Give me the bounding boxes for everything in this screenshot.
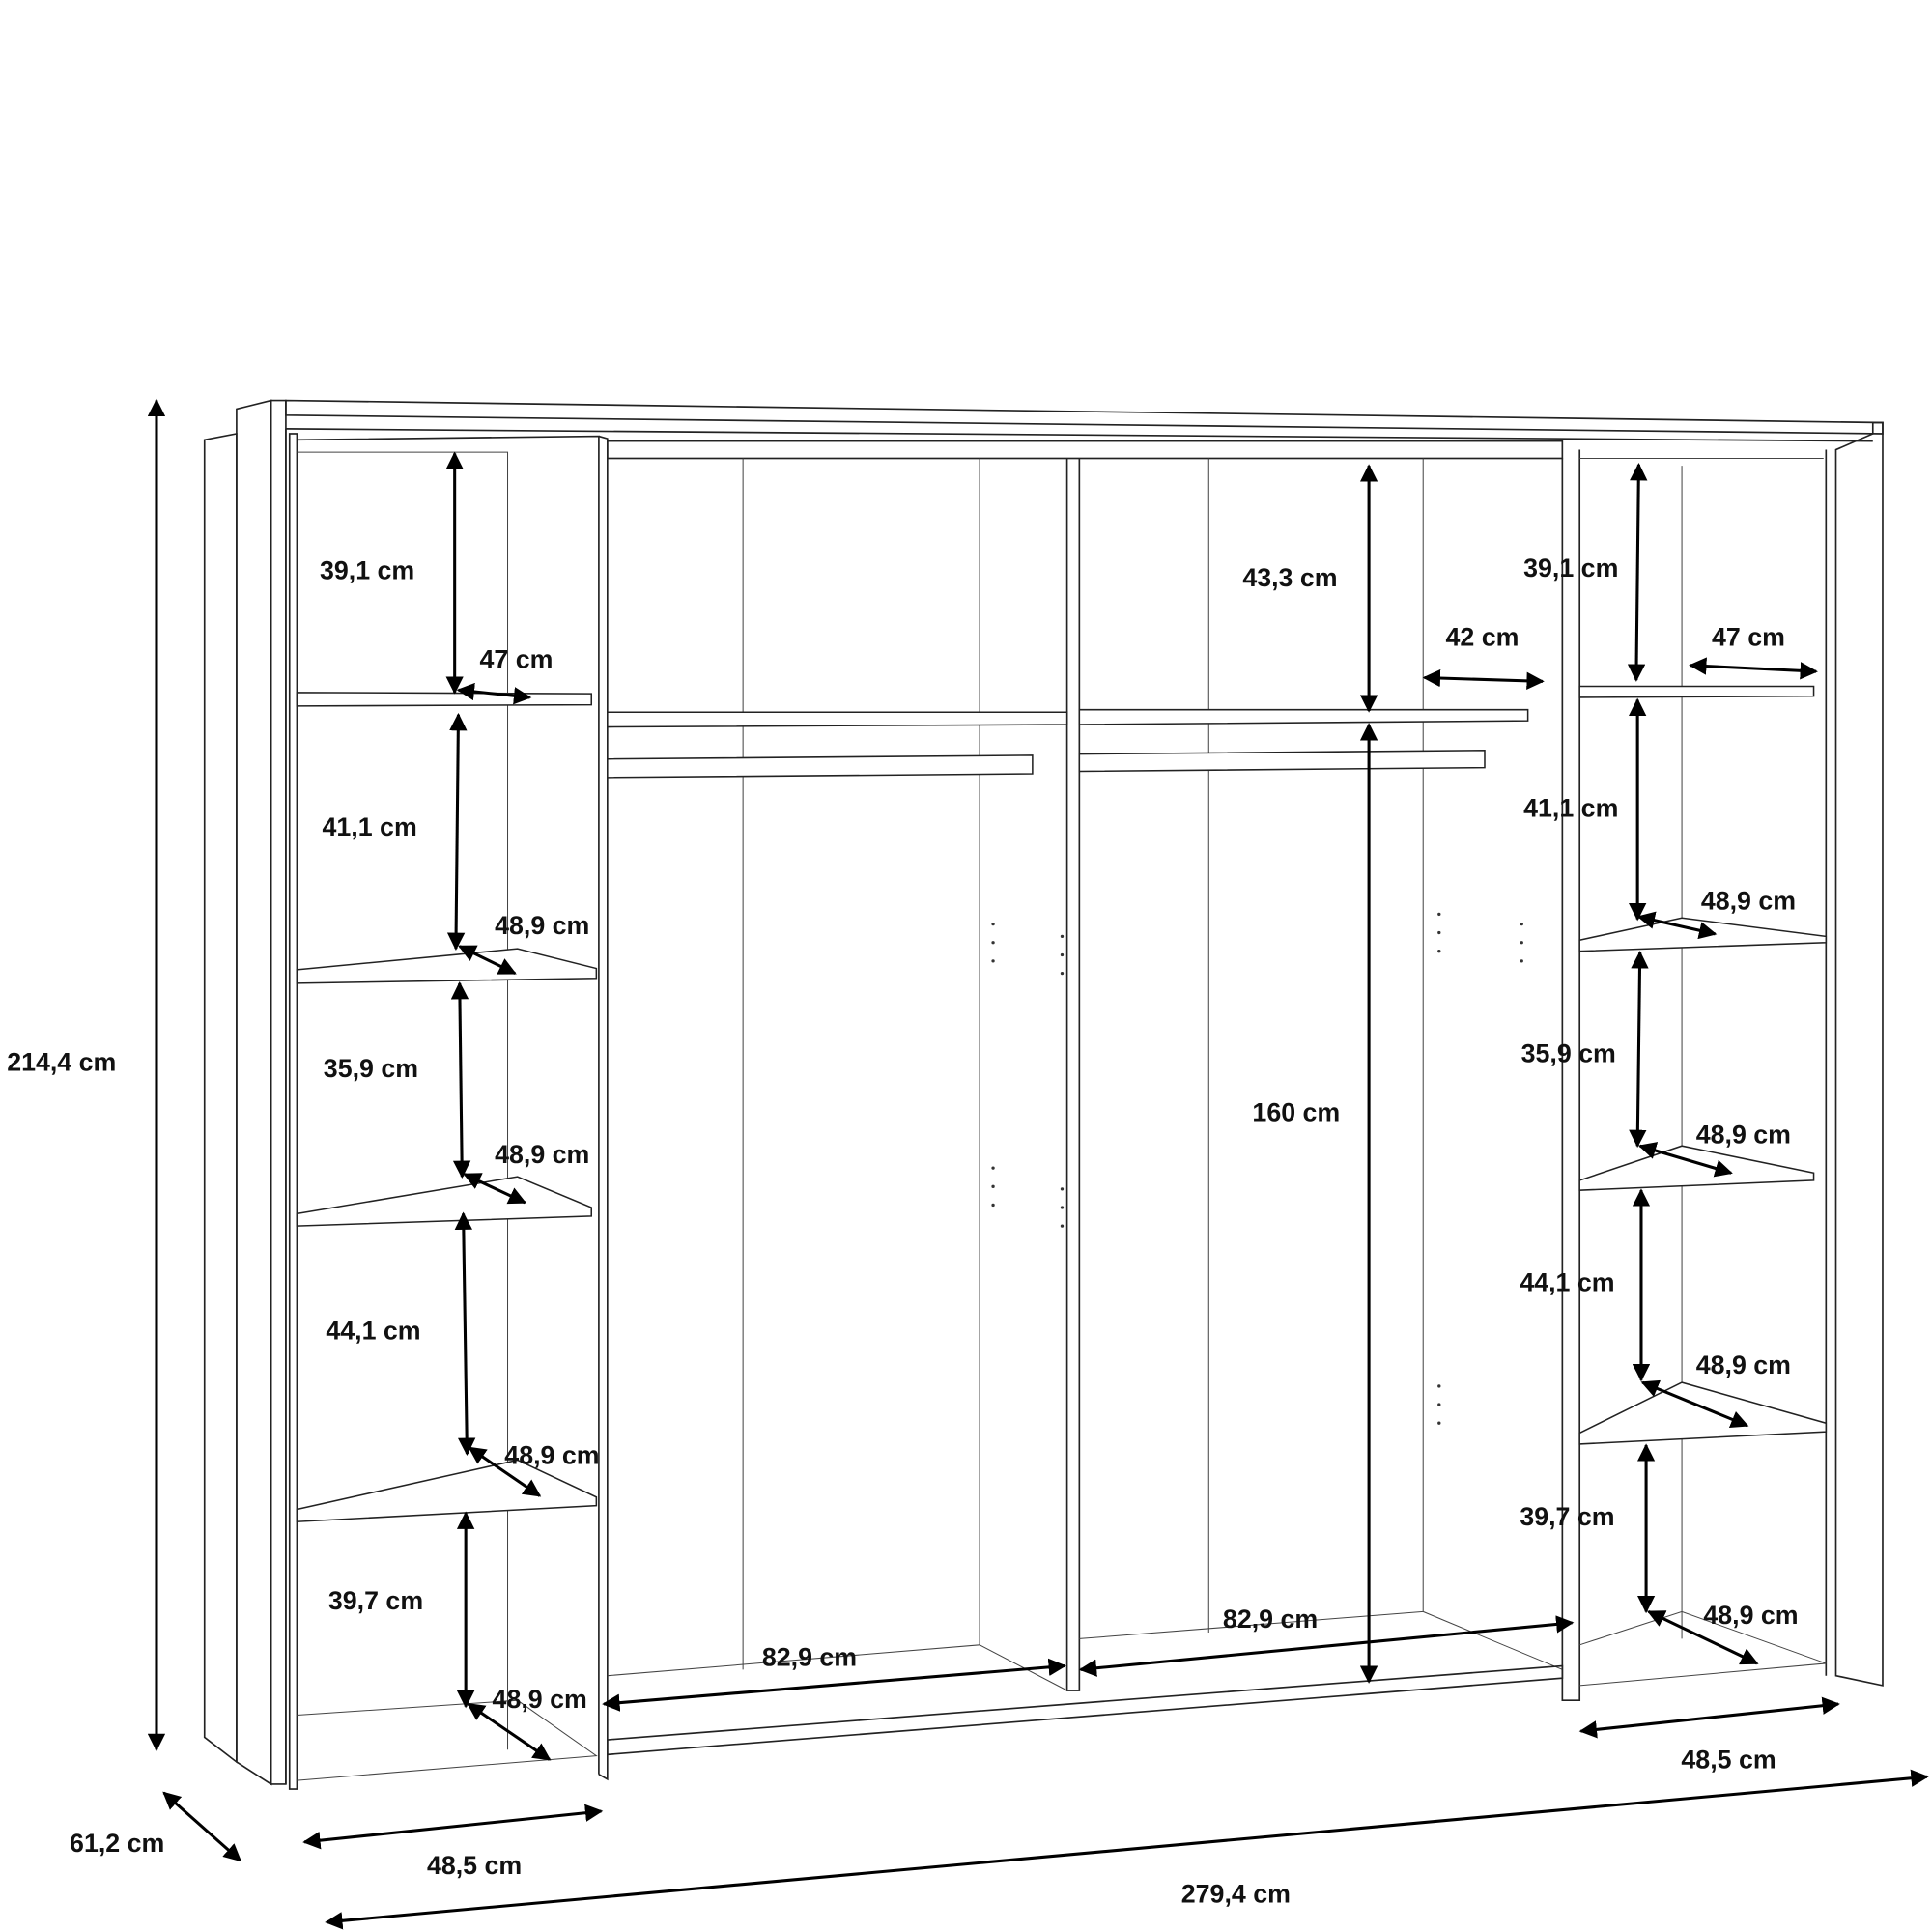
right-top-depth-label: 47 cm [1712, 622, 1785, 651]
sliding-rail-bottom [606, 1664, 1564, 1756]
top-panel [285, 399, 1884, 435]
middle-top-height-label: 43,3 cm [1242, 563, 1337, 592]
right-height-label: 41,1 cm [1523, 794, 1618, 823]
right-bottom-width-label: 48,5 cm [1681, 1745, 1776, 1774]
left-height-label: 39,1 cm [320, 555, 414, 584]
overall-width-label: 279,4 cm [1181, 1879, 1291, 1908]
dimension-labels: 214,4 cm 61,2 cm 279,4 cm 48,5 cm 39,1 c… [7, 554, 1798, 1908]
middle-left-width-label: 82,9 cm [762, 1642, 857, 1671]
left-shelf [296, 948, 598, 984]
hanging-rail [1078, 750, 1486, 773]
overall-height-label: 214,4 cm [7, 1047, 116, 1076]
left-top-depth-label: 47 cm [479, 644, 553, 673]
dimension-arrows [147, 398, 1929, 1930]
left-height-label: 35,9 cm [324, 1054, 418, 1083]
left-height-label: 41,1 cm [323, 812, 417, 841]
right-shelf [1578, 1381, 1828, 1445]
left-depth-label: 48,9 cm [495, 1140, 589, 1169]
right-depth-label: 48,9 cm [1703, 1601, 1798, 1630]
left-shelf [296, 1176, 593, 1227]
left-side-back [203, 432, 238, 1764]
right-height-label: 39,7 cm [1520, 1502, 1614, 1531]
overall-depth-label: 61,2 cm [70, 1829, 164, 1858]
right-depth-label: 48,9 cm [1701, 886, 1796, 915]
hanging-rail [607, 754, 1034, 779]
right-depth-label: 48,9 cm [1696, 1121, 1791, 1150]
left-depth-label: 48,9 cm [504, 1440, 599, 1469]
hanging-height-label: 160 cm [1252, 1098, 1340, 1127]
middle-shelf [607, 711, 1068, 728]
right-height-label: 39,1 cm [1523, 554, 1618, 582]
right-shelf [1578, 1145, 1815, 1191]
left-side-front [236, 399, 272, 1786]
middle-right-width-label: 82,9 cm [1223, 1605, 1318, 1634]
middle-shelf-depth-label: 42 cm [1445, 622, 1519, 651]
right-shelf [1578, 685, 1815, 698]
right-height-label: 44,1 cm [1520, 1268, 1614, 1297]
left-shelf [296, 692, 593, 707]
shelf-pin-holes [991, 912, 1523, 1425]
left-depth-label: 48,9 cm [493, 1685, 587, 1714]
left-height-label: 44,1 cm [326, 1316, 420, 1345]
right-height-label: 35,9 cm [1521, 1038, 1616, 1067]
sliding-rail-top [606, 440, 1564, 460]
left-depth-label: 48,9 cm [495, 911, 589, 940]
middle-shelf [1078, 708, 1529, 725]
right-depth-label: 48,9 cm [1696, 1350, 1791, 1379]
wardrobe-body [203, 399, 1884, 1790]
left-bottom-width-label: 48,5 cm [427, 1851, 522, 1880]
right-side [1834, 421, 1884, 1687]
left-height-label: 39,7 cm [328, 1586, 423, 1615]
right-shelf [1578, 917, 1828, 952]
